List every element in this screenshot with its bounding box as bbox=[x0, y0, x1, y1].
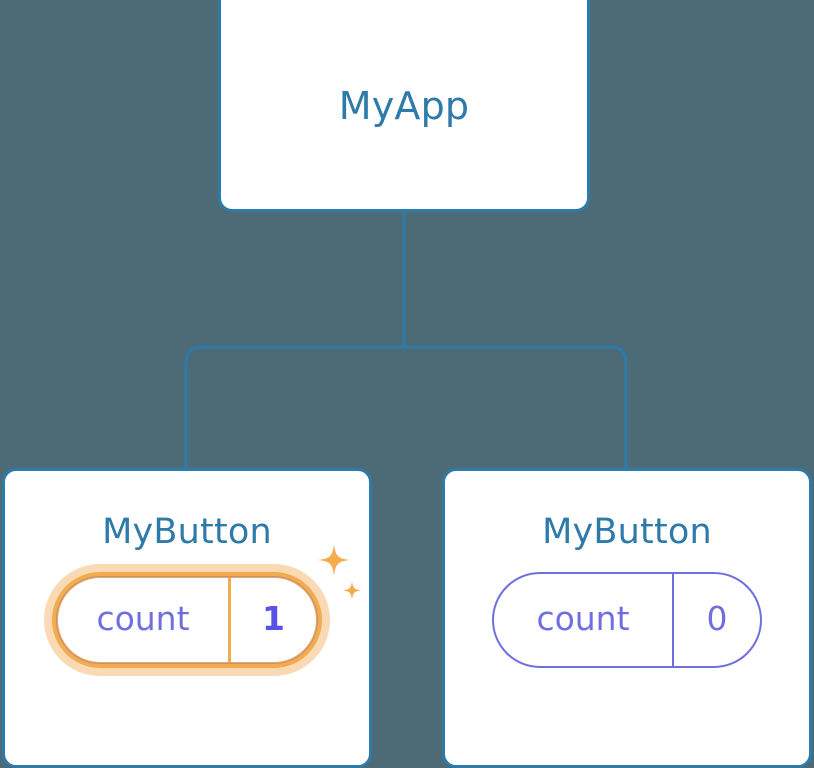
state-pill-left-value: 1 bbox=[228, 578, 316, 662]
state-pill-right-value: 0 bbox=[672, 574, 760, 666]
node-mybutton-left[interactable]: MyButton count 1 bbox=[2, 468, 372, 768]
state-pill-wrapper-right: count 0 bbox=[492, 572, 762, 668]
state-pill-wrapper-left: count 1 bbox=[52, 544, 362, 668]
sparkle-large-icon bbox=[318, 544, 350, 576]
node-mybutton-right[interactable]: MyButton count 0 bbox=[442, 468, 812, 768]
state-pill-right[interactable]: count 0 bbox=[492, 572, 762, 668]
node-myapp[interactable]: MyApp bbox=[218, 0, 590, 212]
sparkle-small-icon bbox=[342, 581, 362, 600]
node-myapp-title: MyApp bbox=[338, 84, 470, 128]
sparkle-group-icon bbox=[318, 544, 362, 600]
state-pill-left-key: count bbox=[96, 598, 190, 638]
connector-branch-bar bbox=[184, 345, 628, 470]
state-pill-left[interactable]: count 1 bbox=[52, 572, 322, 668]
node-mybutton-right-title: MyButton bbox=[542, 512, 712, 552]
node-mybutton-left-title: MyButton bbox=[102, 512, 272, 552]
state-pill-right-key: count bbox=[536, 598, 630, 638]
